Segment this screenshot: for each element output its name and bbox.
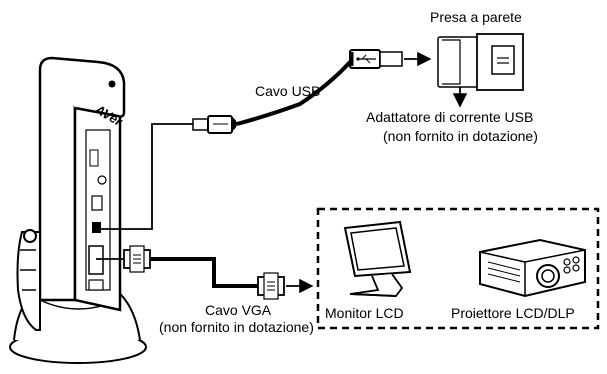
projector-icon: [479, 238, 586, 298]
usb-symbol-icon: [356, 54, 376, 64]
projector-label: Proiettore LCD/DLP: [451, 305, 575, 321]
document-camera-icon: [9, 56, 147, 364]
vga-cable-label-line1: Cavo VGA: [205, 302, 272, 318]
wall-socket-icon: [476, 33, 524, 91]
vga-connector-icon: [123, 245, 151, 273]
usb-adapter-label-line1: Adattatore di corrente USB: [366, 109, 533, 125]
vga-connector-icon: [257, 272, 285, 300]
vga-cable: [96, 257, 258, 288]
wall-outlet-label: Presa a parete: [430, 9, 522, 25]
monitor-label: Monitor LCD: [325, 305, 404, 321]
lcd-monitor-icon: [343, 220, 412, 297]
usb-cable: [96, 60, 352, 230]
usb-adapter-label-line2: (non fornito in dotazione): [383, 128, 538, 144]
usb-cable-label: Cavo USB: [255, 83, 320, 99]
output-devices-box: [316, 207, 600, 330]
vga-cable-label-line2: (non fornito in dotazione): [159, 319, 314, 335]
usb-plug-icon: [192, 115, 237, 134]
